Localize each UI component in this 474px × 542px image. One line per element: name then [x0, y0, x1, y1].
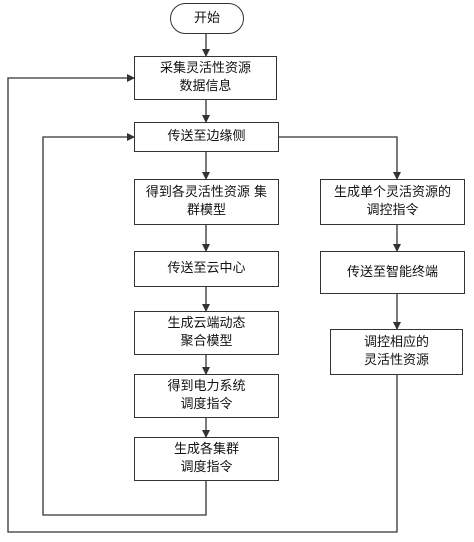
arrow-cluster-cmd-to-edge — [42, 133, 207, 516]
arrow-adjust-to-collect — [7, 74, 398, 533]
node-cluster-model: 得到各灵活性资源 集 群模型 — [134, 179, 279, 225]
node-cluster-dispatch-cmd: 生成各集群 调度指令 — [134, 437, 279, 481]
node-send-to-cloud: 传送至云中心 — [134, 251, 279, 287]
node-adjust-resources: 调控相应的 灵活性资源 — [330, 329, 463, 375]
node-start: 开始 — [170, 3, 244, 34]
node-power-dispatch-cmd: 得到电力系统 调度指令 — [134, 374, 279, 418]
node-single-resource-cmd: 生成单个灵活资源的 调控指令 — [320, 179, 465, 225]
node-aggregate-model: 生成云端动态 聚合模型 — [134, 311, 279, 355]
node-send-to-terminal: 传送至智能终端 — [320, 251, 465, 294]
arrow-edge-to-single-cmd — [279, 136, 401, 180]
node-collect-data: 采集灵活性资源 数据信息 — [134, 56, 277, 100]
node-send-to-edge: 传送至边缘侧 — [134, 122, 279, 152]
